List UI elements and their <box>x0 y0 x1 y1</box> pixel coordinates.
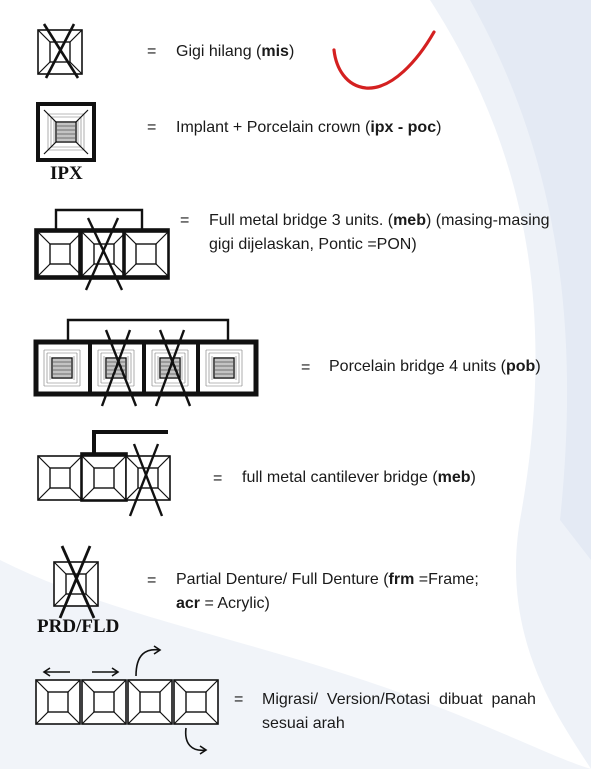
equals-sign: = <box>301 359 311 376</box>
missing-tooth-symbol <box>37 23 83 79</box>
equals-sign: = <box>234 691 244 708</box>
legend-text-pob: Porcelain bridge 4 units (pob) <box>329 358 541 375</box>
legend-text-ipx: Implant + Porcelain crown (ipx - poc) <box>176 119 442 136</box>
legend-text-migrasi-line1: Migrasi/ Version/Rotasi dibuat panah <box>262 691 536 708</box>
denture-symbol <box>53 545 99 619</box>
legend-text-prd-line1: Partial Denture/ Full Denture (frm =Fram… <box>176 571 479 588</box>
equals-sign: = <box>147 119 157 136</box>
implant-crown-symbol <box>36 102 96 162</box>
legend-text-cantilever: full metal cantilever bridge (meb) <box>242 469 476 486</box>
red-check-mark <box>332 30 436 90</box>
porcelain-bridge-4-symbol <box>33 318 259 407</box>
migration-symbol <box>35 645 219 755</box>
equals-sign: = <box>180 212 190 229</box>
equals-sign: = <box>147 572 157 589</box>
equals-sign: = <box>147 43 157 60</box>
legend-text-prd-line2: acr = Acrylic) <box>176 595 270 612</box>
equals-sign: = <box>213 470 223 487</box>
legend-text-mis: Gigi hilang (mis) <box>176 43 295 60</box>
legend-text-migrasi-line2: sesuai arah <box>262 715 345 732</box>
cantilever-bridge-symbol <box>37 430 171 517</box>
metal-bridge-3-symbol <box>34 208 170 291</box>
legend-text-meb-line1: Full metal bridge 3 units. (meb) (masing… <box>209 212 550 229</box>
ipx-label: IPX <box>50 163 83 184</box>
prd-fld-label: PRD/FLD <box>37 616 120 637</box>
legend-text-meb-line2: gigi dijelaskan, Pontic =PON) <box>209 236 417 253</box>
